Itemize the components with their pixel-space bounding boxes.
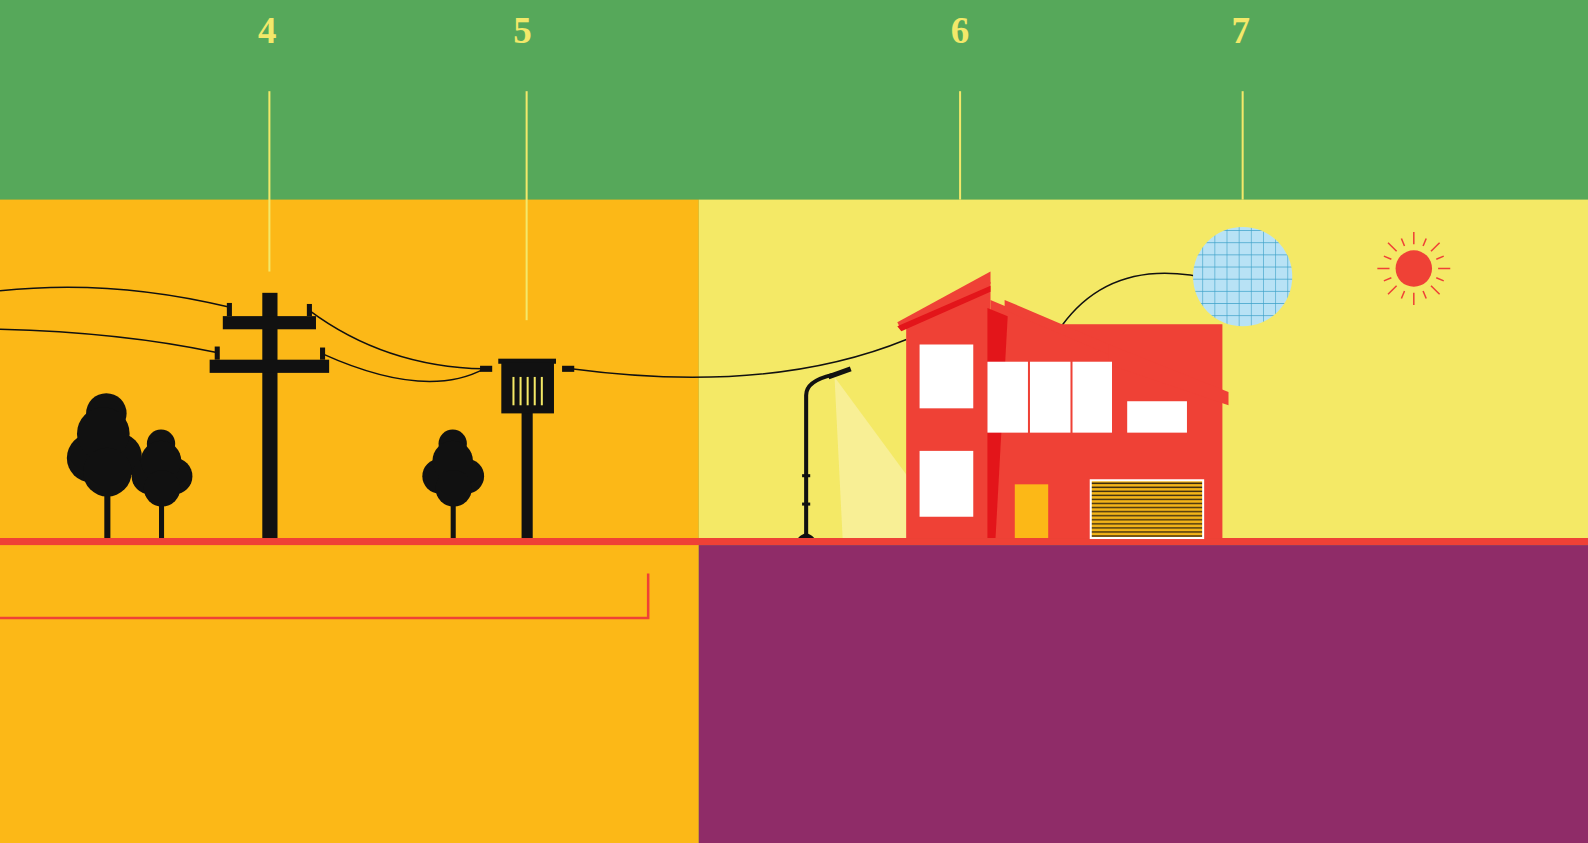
callout-number: 4 bbox=[258, 12, 277, 49]
trees bbox=[67, 393, 484, 538]
left-ground bbox=[0, 200, 699, 843]
house bbox=[897, 272, 1228, 538]
leader-lines bbox=[269, 91, 1242, 320]
ground-line bbox=[0, 538, 1588, 545]
sky-band bbox=[0, 0, 1588, 200]
right-sky bbox=[699, 200, 1588, 538]
callout-number: 6 bbox=[951, 12, 970, 49]
callout-number: 5 bbox=[513, 12, 532, 49]
buried-cable bbox=[0, 573, 648, 618]
solar-panel-globe bbox=[1193, 227, 1292, 326]
utility-pole bbox=[210, 293, 330, 538]
transformer bbox=[480, 359, 574, 538]
underground bbox=[699, 545, 1588, 843]
sun bbox=[1377, 232, 1450, 305]
callout-number: 7 bbox=[1231, 12, 1250, 49]
